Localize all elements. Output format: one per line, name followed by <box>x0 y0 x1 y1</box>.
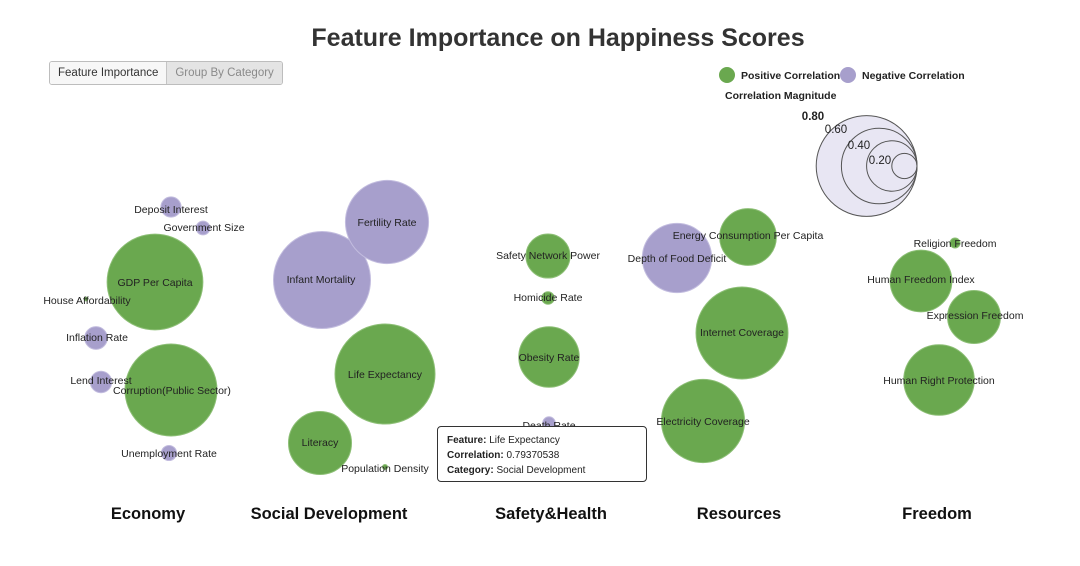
category-label-resources: Resources <box>697 505 781 523</box>
bubble-internet-coverage[interactable] <box>695 286 789 380</box>
bubble-label-life-expectancy: Life Expectancy <box>348 369 423 381</box>
bubble-human-freedom-index[interactable] <box>889 249 953 313</box>
view-toggle: Feature Importance Group By Category <box>49 61 283 85</box>
legend-size-label-0: 0.80 <box>802 111 824 123</box>
legend-size-label-1: 0.60 <box>825 124 847 136</box>
bubble-label-homicide-rate: Homicide Rate <box>514 292 583 304</box>
tooltip-feature-label: Feature: <box>447 435 487 446</box>
bubble-infant-mortality[interactable] <box>272 230 372 330</box>
bubble-depth-of-food-deficit[interactable] <box>641 222 713 294</box>
legend-size-label-3: 0.20 <box>869 155 891 167</box>
bubble-label-fertility-rate: Fertility Rate <box>358 217 417 229</box>
bubble-electricity-coverage[interactable] <box>660 378 746 464</box>
chart-title: Feature Importance on Happiness Scores <box>311 24 805 52</box>
bubble-lend-interest[interactable] <box>89 370 113 394</box>
bubbles-layer <box>83 179 1001 475</box>
legend-size-circle-3 <box>891 152 918 180</box>
bubble-label-infant-mortality: Infant Mortality <box>287 274 357 286</box>
legend-negative-label: Negative Correlation <box>862 70 965 82</box>
tooltip-category-label: Category: <box>447 465 494 476</box>
bubble-label-inflation-rate: Inflation Rate <box>66 332 128 344</box>
bubble-label-internet-coverage: Internet Coverage <box>700 327 784 339</box>
legend: Positive Correlation Negative Correlation… <box>719 67 965 217</box>
bubble-literacy[interactable] <box>288 411 352 475</box>
bubble-label-safety-network-power: Safety Network Power <box>496 250 600 262</box>
bubble-deposit-interest[interactable] <box>160 196 182 218</box>
legend-negative-swatch <box>840 67 856 83</box>
bubble-life-expectancy[interactable] <box>334 323 436 425</box>
legend-size-title: Correlation Magnitude <box>725 90 837 102</box>
tooltip-category-value: Social Development <box>496 465 586 476</box>
legend-positive-swatch <box>719 67 735 83</box>
bubble-label-population-density: Population Density <box>341 463 429 475</box>
tooltip-correlation-row: Correlation: 0.79370538 <box>447 448 646 463</box>
bubble-label-deposit-interest: Deposit Interest <box>134 204 208 216</box>
bubble-gdp-per-capita[interactable] <box>106 233 204 331</box>
bubble-label-gdp-per-capita: GDP Per Capita <box>117 277 192 289</box>
legend-size-label-2: 0.40 <box>848 140 870 152</box>
bubble-corruption-public-sector[interactable] <box>124 343 218 437</box>
bubble-label-obesity-rate: Obesity Rate <box>519 352 580 364</box>
bubble-unemployment-rate[interactable] <box>160 444 178 462</box>
category-label-safety-health: Safety&Health <box>495 505 607 523</box>
bubble-label-religion-freedom: Religion Freedom <box>914 238 997 250</box>
bubble-expression-freedom[interactable] <box>947 290 1001 344</box>
category-label-social-development: Social Development <box>251 505 408 523</box>
bubble-label-expression-freedom: Expression Freedom <box>927 310 1024 322</box>
tooltip-feature-row: Feature: Life Expectancy <box>447 433 646 448</box>
bubble-inflation-rate[interactable] <box>84 326 108 350</box>
tooltip-correlation-value: 0.79370538 <box>506 450 560 461</box>
bubble-government-size[interactable] <box>195 220 211 236</box>
bubble-homicide-rate[interactable] <box>541 291 555 305</box>
category-label-economy: Economy <box>111 505 186 523</box>
bubble-label-human-right-protection: Human Right Protection <box>883 375 995 387</box>
bubble-house-affordability[interactable] <box>83 296 89 302</box>
bubble-fertility-rate[interactable] <box>344 179 430 265</box>
bubble-label-house-affordability: House Affordability <box>43 295 131 307</box>
bubble-label-unemployment-rate: Unemployment Rate <box>121 448 217 460</box>
bubble-label-government-size: Government Size <box>163 222 244 234</box>
tooltip-category-row: Category: Social Development <box>447 463 646 478</box>
bubble-safety-network-power[interactable] <box>525 233 571 279</box>
bubble-label-literacy: Literacy <box>302 437 340 449</box>
bubble-population-density[interactable] <box>381 463 389 471</box>
bubble-human-right-protection[interactable] <box>903 344 975 416</box>
bubble-label-energy-consumption-per-capita: Energy Consumption Per Capita <box>673 230 824 242</box>
bubble-religion-freedom[interactable] <box>949 237 961 249</box>
bubble-obesity-rate[interactable] <box>518 326 580 388</box>
bubble-label-human-freedom-index: Human Freedom Index <box>867 274 975 286</box>
tooltip: Feature: Life Expectancy Correlation: 0.… <box>437 426 647 482</box>
tooltip-correlation-label: Correlation: <box>447 450 504 461</box>
bubble-label-depth-of-food-deficit: Depth of Food Deficit <box>628 253 727 265</box>
category-labels: Economy Social Development Safety&Health Re… <box>111 505 972 523</box>
bubble-label-corruption-public-sector: Corruption(Public Sector) <box>113 385 231 397</box>
bubble-label-lend-interest: Lend Interest <box>70 375 131 387</box>
bubble-energy-consumption-per-capita[interactable] <box>719 208 777 266</box>
group-by-category-button[interactable]: Group By Category <box>166 62 282 84</box>
category-label-freedom: Freedom <box>902 505 972 523</box>
feature-importance-button[interactable]: Feature Importance <box>50 62 167 84</box>
legend-positive-label: Positive Correlation <box>741 70 840 82</box>
bubble-label-electricity-coverage: Electricity Coverage <box>656 416 750 428</box>
tooltip-feature-value: Life Expectancy <box>489 435 560 446</box>
